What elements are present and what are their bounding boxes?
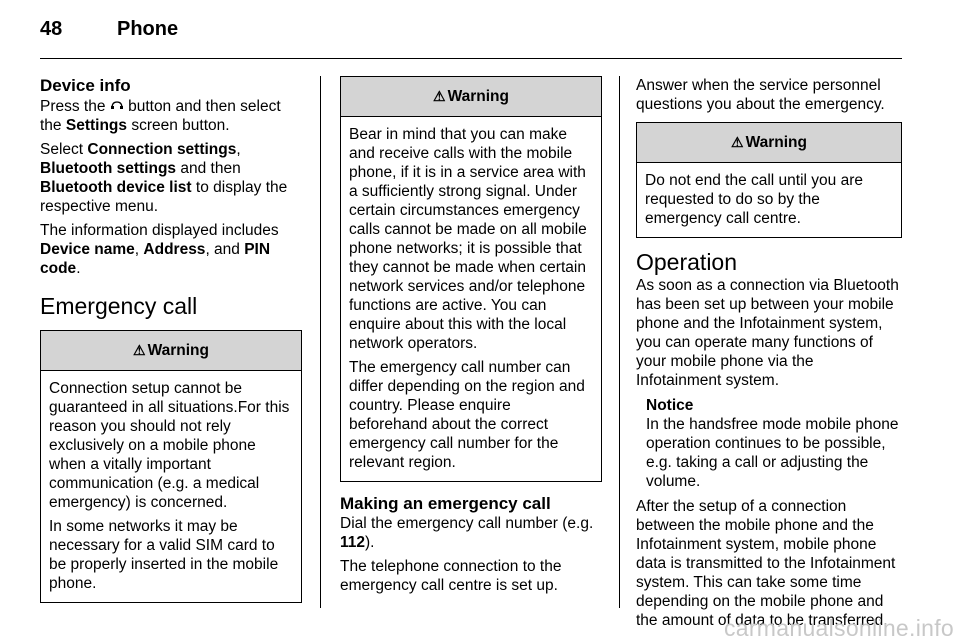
- notice-box: Notice In the handsfree mode mobile phon…: [636, 396, 902, 491]
- warning-text: Bear in mind that you can make and recei…: [349, 126, 587, 352]
- text: , and: [205, 241, 245, 258]
- device-info-paragraph-1: Press the button and then select the Set…: [40, 97, 302, 135]
- column-2: ⚠Warning Bear in mind that you can make …: [340, 76, 602, 600]
- watermark: carmanualsonline.info: [723, 615, 954, 641]
- device-info-heading: Device info: [40, 76, 131, 95]
- making-call-paragraph-1: Dial the emergency call number (e.g. 112…: [340, 514, 602, 552]
- text: Dial the emergency call number (e.g.: [340, 515, 594, 532]
- warning-body: Do not end the call until you are reques…: [637, 163, 901, 237]
- notice-label: Notice: [646, 397, 694, 414]
- column-1: Device info Press the button and then se…: [40, 76, 302, 603]
- warning-text: The emergency call number can differ dep…: [349, 359, 585, 471]
- text: and then: [176, 160, 241, 177]
- warning-label: Warning: [147, 342, 209, 359]
- connection-settings-label: Connection settings: [87, 141, 237, 158]
- text: button and then select the: [40, 98, 281, 134]
- bluetooth-settings-label: Bluetooth settings: [40, 160, 177, 177]
- warning-header: ⚠Warning: [41, 331, 301, 371]
- warning-header: ⚠Warning: [341, 77, 601, 117]
- warning-icon: ⚠: [433, 88, 446, 104]
- text: screen button.: [127, 117, 230, 134]
- warning-label: Warning: [447, 88, 509, 105]
- warning-body: Connection setup cannot be guaranteed in…: [41, 371, 301, 602]
- warning-icon: ⚠: [731, 134, 744, 150]
- device-info-paragraph-3: The information displayed includes Devic…: [40, 221, 302, 278]
- device-name-label: Device name: [40, 241, 135, 258]
- column-divider: [320, 76, 321, 608]
- warning-box: ⚠Warning Connection setup cannot be guar…: [40, 330, 302, 603]
- operation-heading: Operation: [636, 249, 738, 275]
- column-3: Answer when the service personnel questi…: [636, 76, 902, 635]
- pin-code-label: PIN code: [40, 241, 271, 277]
- emergency-number: 112: [340, 534, 366, 551]
- warning-box: ⚠Warning Do not end the call until you a…: [636, 122, 902, 238]
- warning-text: Connection setup cannot be guaranteed in…: [49, 380, 290, 511]
- data-transfer-paragraph: After the setup of a connection between …: [636, 498, 896, 629]
- text: ,: [134, 241, 144, 258]
- answer-paragraph: Answer when the service personnel questi…: [636, 77, 885, 113]
- text: Select: [40, 141, 88, 158]
- settings-label: Settings: [65, 117, 128, 134]
- warning-text: In some networks it may be necessary for…: [49, 518, 279, 592]
- text: Press the: [40, 98, 110, 115]
- phone-settings-icon: [110, 97, 124, 116]
- notice-text: In the handsfree mode mobile phone opera…: [646, 416, 899, 490]
- text: .: [76, 260, 81, 277]
- page-title: Phone: [117, 18, 179, 40]
- page-number: 48: [40, 18, 63, 40]
- text: to display the respective menu.: [40, 179, 288, 215]
- device-info-paragraph-2: Select Connection settings, Bluetooth se…: [40, 140, 302, 216]
- warning-label: Warning: [745, 134, 807, 151]
- column-divider: [619, 76, 620, 608]
- emergency-call-heading: Emergency call: [40, 293, 198, 319]
- text: ,: [236, 141, 241, 158]
- text: The information displayed includes: [40, 222, 279, 239]
- warning-box: ⚠Warning Bear in mind that you can make …: [340, 76, 602, 482]
- address-label: Address: [143, 241, 206, 258]
- header-rule: [40, 58, 902, 59]
- making-emergency-call-heading: Making an emergency call: [340, 494, 551, 513]
- warning-header: ⚠Warning: [637, 123, 901, 163]
- warning-icon: ⚠: [133, 342, 146, 358]
- making-call-paragraph-2: The telephone connection to the emergenc…: [340, 558, 562, 594]
- bluetooth-device-list-label: Bluetooth device list: [40, 179, 192, 196]
- warning-body: Bear in mind that you can make and recei…: [341, 117, 601, 481]
- warning-text: Do not end the call until you are reques…: [645, 172, 863, 227]
- operation-paragraph: As soon as a connection via Bluetooth ha…: [636, 277, 899, 389]
- text: ).: [365, 534, 375, 551]
